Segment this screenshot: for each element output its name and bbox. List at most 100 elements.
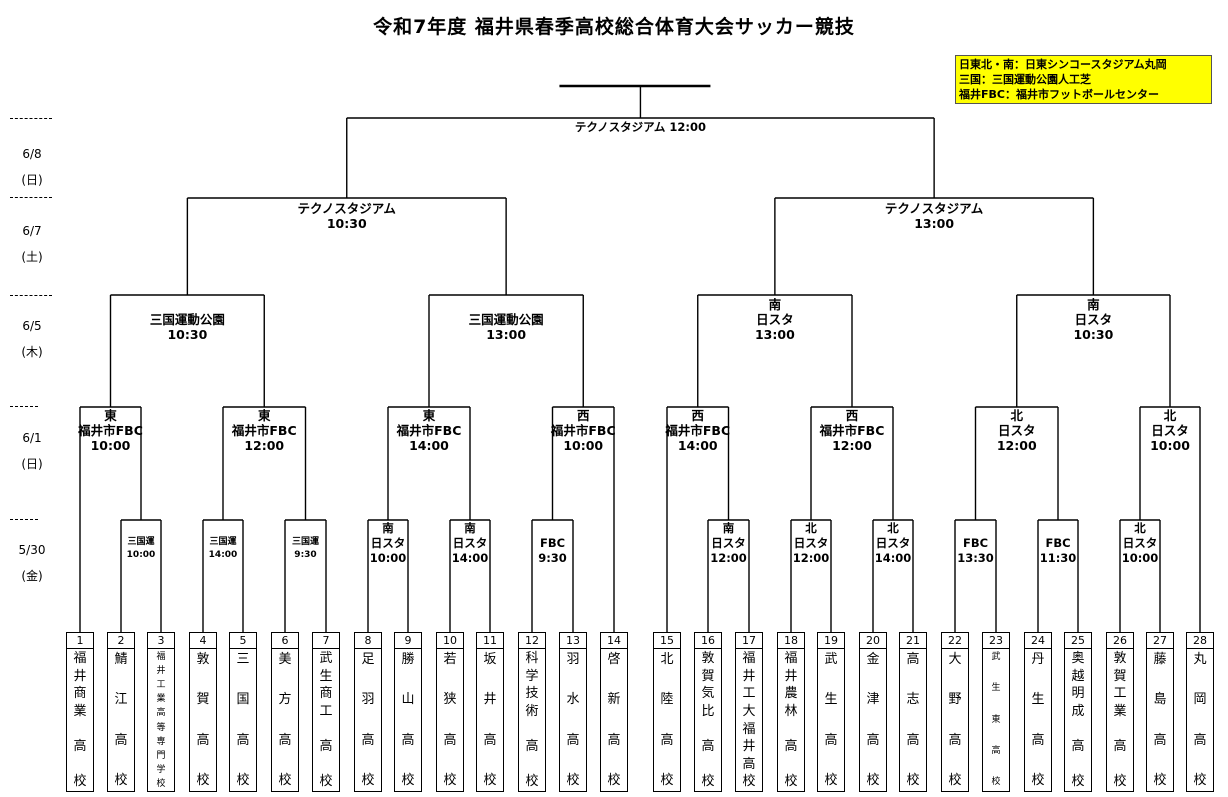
team-name-char: 武	[319, 651, 333, 666]
team-name-char: 羽	[566, 652, 580, 667]
team-name-char: 校	[784, 774, 798, 790]
team-name-char: 高	[1071, 739, 1085, 755]
team-name-char: 業	[156, 694, 166, 705]
team-number: 26	[1107, 633, 1133, 649]
team-name-char: 高	[1113, 739, 1127, 755]
team-number: 25	[1065, 633, 1091, 649]
team-number: 8	[355, 633, 381, 649]
page-title: 令和7年度 福井県春季高校総合体育大会サッカー競技	[373, 16, 855, 38]
team-name-char: 明	[1071, 686, 1085, 702]
team-name-char: 高	[1153, 732, 1167, 748]
team-name-char: 生	[319, 668, 333, 684]
venue-legend: 日東北・南：日東シンコースタジアム丸岡 三国：三国運動公園人工芝 福井FBC：福…	[955, 55, 1212, 104]
team-name-char: 福	[73, 651, 87, 666]
team-name-char: 啓	[607, 652, 621, 667]
team-number: 23	[983, 633, 1009, 649]
team-name-char: 勝	[401, 652, 415, 667]
team-name-char: 丹	[1031, 652, 1045, 667]
team-name-char: 岡	[1193, 692, 1207, 708]
team-name-char: 校	[1113, 774, 1127, 790]
team-name-char: 校	[991, 777, 1001, 788]
team-name-char: 校	[742, 774, 756, 790]
round-divider	[10, 118, 52, 119]
team-name-char: 専	[156, 736, 166, 747]
team-name-char: 生	[991, 683, 1001, 694]
team-name-char: 高	[361, 732, 375, 748]
date-quarters: 6/5(木)	[21, 319, 43, 359]
team-name-char: 井	[483, 692, 497, 708]
team-name-char: 高	[991, 746, 1001, 756]
legend-item: 三国：三国運動公園人工芝	[959, 73, 1091, 86]
team-name-char: 福	[742, 721, 756, 737]
team-name-char: 校	[443, 772, 457, 788]
team-name-char: 足	[361, 652, 375, 667]
team-name-char: 校	[1031, 772, 1045, 788]
team-name-char: 羽	[361, 692, 375, 708]
date-semis: 6/7(土)	[21, 224, 43, 264]
team-name-char: 校	[278, 772, 292, 788]
team-name-char: 技	[525, 686, 539, 702]
team-number: 12	[519, 633, 545, 649]
team-number: 27	[1147, 633, 1173, 649]
team-name-char: 大	[948, 652, 962, 667]
team-name-char: 校	[483, 772, 497, 788]
team-name-char: 高	[236, 732, 250, 748]
team-name-char: 若	[443, 652, 457, 667]
team-name-char: 校	[401, 772, 415, 788]
team-name-char: 高	[824, 732, 838, 748]
team-name-char: 高	[948, 732, 962, 748]
team-number: 3	[148, 633, 174, 649]
team-name-char: 三	[236, 652, 250, 667]
team-name-char: 高	[701, 739, 715, 755]
team-name-char: 鯖	[114, 652, 128, 667]
team-name-char: 工	[742, 686, 756, 702]
team-name-char: 金	[866, 652, 880, 667]
team-name-char: 高	[319, 739, 333, 755]
team-name-char: 校	[948, 772, 962, 788]
team-name-char: 高	[742, 756, 756, 772]
team-name-char: 校	[236, 772, 250, 788]
team-number: 16	[695, 633, 721, 649]
team-name-char: 津	[866, 692, 880, 708]
team-number: 21	[900, 633, 926, 649]
team-name-char: 敦	[196, 652, 210, 667]
team-name-char: 高	[483, 732, 497, 748]
team-name-char: 校	[156, 778, 166, 789]
team-name-char: 藤	[1153, 652, 1167, 667]
team-name-char: 工	[1113, 686, 1127, 702]
team-name-char: 北	[660, 652, 674, 667]
team-number: 22	[942, 633, 968, 649]
team-number: 6	[272, 633, 298, 649]
team-name-char: 方	[278, 692, 292, 708]
team-name-char: 校	[1071, 774, 1085, 790]
team-name-char: 高	[114, 732, 128, 748]
team-name-char: 坂	[483, 652, 497, 667]
